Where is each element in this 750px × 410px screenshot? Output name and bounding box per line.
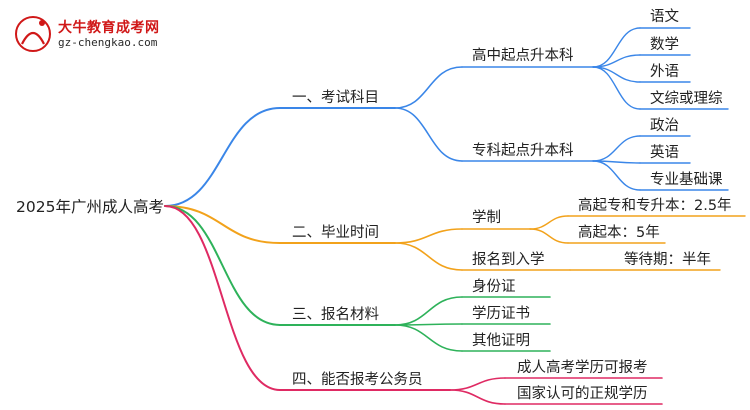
edge-root-civil [164,205,281,391]
leaf-waiting-period: 等待期：半年 [624,252,711,268]
branch-graduation-time: 二、毕业时间 [292,225,379,241]
site-logo: 大牛教育成考网 gz-chengkao.com [14,14,184,56]
edge-root-materials [164,205,281,326]
node-diploma: 学历证书 [472,306,530,322]
mindmap-root: 2025年广州成人高考 [16,198,164,216]
edge-grad-wait [394,242,463,271]
branch-materials: 三、报名材料 [292,307,379,323]
node-study-length: 学制 [472,210,501,226]
leaf-english: 英语 [650,145,679,161]
edge-mat-0 [394,296,463,326]
node-other-proof: 其他证明 [472,333,530,349]
leaf-chinese: 语文 [650,9,679,25]
edge-hs-leaf-0 [592,27,641,68]
leaf-duration-2-5: 高起专和专升本：2.5年 [578,198,732,214]
node-recognized-degree: 国家认可的正规学历 [517,386,648,402]
leaf-politics: 政治 [650,118,679,134]
leaf-math: 数学 [650,37,679,53]
edge-length-leaf-1 [529,228,569,244]
edge-civil-1 [449,389,506,405]
leaf-duration-5: 高起本：5年 [578,225,660,241]
node-id-card: 身份证 [472,279,516,295]
node-registration-to-enrollment: 报名到入学 [472,252,545,268]
edge-col-leaf-2 [592,160,641,191]
node-college-to-bachelor: 专科起点升本科 [472,143,574,159]
branch-civil-servant: 四、能否报考公务员 [292,372,423,388]
logo-url: gz-chengkao.com [58,36,158,49]
edge-hs-leaf-3 [592,66,641,110]
leaf-major-basics: 专业基础课 [650,172,723,188]
logo-title: 大牛教育成考网 [58,20,160,36]
edge-exam-col [394,107,463,162]
node-high-school-to-bachelor: 高中起点升本科 [472,48,574,64]
edge-col-leaf-0 [592,135,641,162]
branch-exam-subjects: 一、考试科目 [292,90,379,106]
niu-logo-icon [15,16,51,52]
edge-root-grad [164,205,281,244]
leaf-foreign-language: 外语 [650,64,679,80]
node-degree-eligible: 成人高考学历可报考 [517,360,648,376]
edge-civil-0 [449,377,506,391]
leaf-liberal-or-science: 文综或理综 [650,91,723,107]
edge-grad-length [394,228,463,244]
edge-length-leaf-0 [529,215,569,230]
edge-mat-2 [394,324,463,352]
edge-exam-hs [394,66,463,109]
edge-root-exam [164,107,281,207]
